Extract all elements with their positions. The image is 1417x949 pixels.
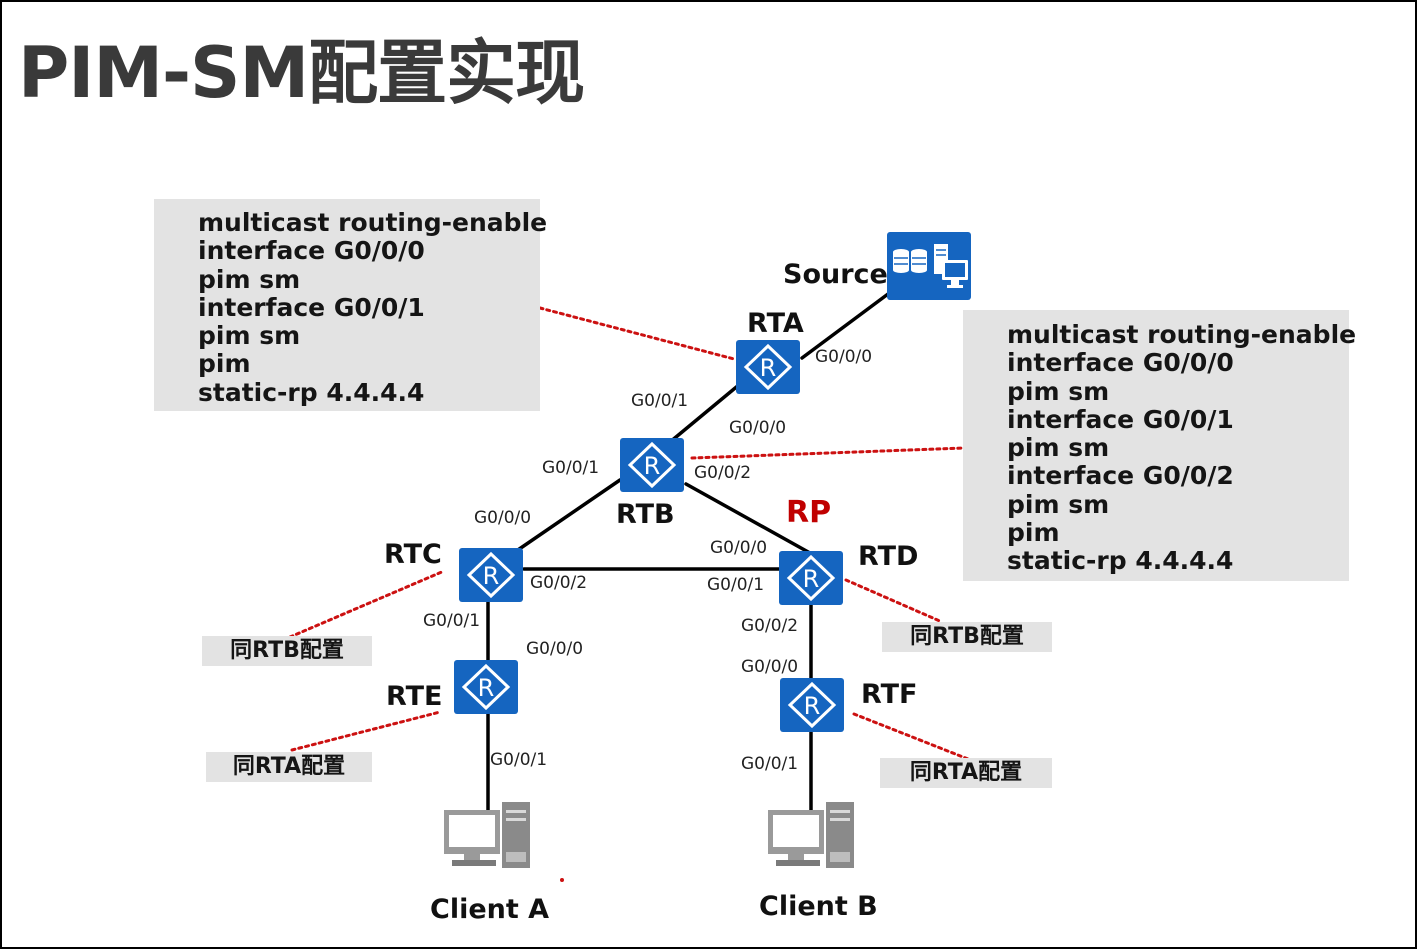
config-line: interface G0/0/0	[198, 236, 425, 266]
config-line: pim	[1007, 518, 1060, 548]
link-rta-rtb	[668, 382, 742, 444]
label-source: Source	[783, 259, 888, 290]
label-rta: RTA	[747, 308, 804, 339]
config-line: pim sm	[1007, 376, 1110, 406]
config-line: multicast routing-enable	[1007, 320, 1357, 349]
port-rtc-g002: G0/0/2	[530, 573, 588, 593]
config-line: pim sm	[198, 321, 301, 351]
port-rtd-g002: G0/0/2	[741, 616, 799, 636]
link-rtb-rtc	[510, 478, 622, 556]
config-line: interface G0/0/0	[1007, 348, 1234, 378]
router-icon: R	[736, 340, 800, 394]
config-line: static-rp 4.4.4.4	[1007, 546, 1234, 576]
link-rtb-rtd	[684, 482, 812, 555]
port-rte-g001: G0/0/1	[490, 750, 548, 770]
port-rtf-g000: G0/0/0	[741, 657, 799, 677]
label-rtf: RTF	[861, 679, 918, 710]
router-rtd: R	[779, 551, 843, 605]
router-icon: R	[620, 438, 684, 492]
config-line: pim sm	[1007, 489, 1110, 519]
label-client-a: Client A	[430, 894, 550, 925]
link-source-rta	[800, 292, 890, 360]
callout-rte	[290, 710, 442, 752]
port-rte-g000: G0/0/0	[526, 639, 584, 659]
config-line: pim sm	[1007, 433, 1110, 463]
same-config-rtc: 同RTB配置	[202, 636, 372, 666]
config-box-rtb: multicast routing-enable interface G0/0/…	[963, 310, 1357, 581]
label-rte: RTE	[386, 681, 443, 712]
svg-text:R: R	[803, 565, 820, 593]
svg-text:R: R	[478, 674, 495, 702]
label-rtc: RTC	[384, 539, 442, 570]
callout-rta	[538, 306, 736, 361]
same-config-rtd: 同RTB配置	[882, 622, 1052, 652]
config-line: multicast routing-enable	[198, 208, 548, 237]
server-icon	[887, 232, 971, 300]
svg-text:R: R	[760, 354, 777, 382]
port-rtc-g000: G0/0/0	[474, 508, 532, 528]
same-config-rtf: 同RTA配置	[880, 758, 1052, 788]
callout-rtb	[690, 446, 966, 460]
config-line: interface G0/0/2	[1007, 461, 1234, 491]
config-box-rta: multicast routing-enable interface G0/0/…	[154, 199, 548, 411]
port-rtc-g001: G0/0/1	[423, 611, 481, 631]
config-line: static-rp 4.4.4.4	[198, 377, 425, 407]
router-rtf: R	[780, 678, 844, 732]
page-title: PIM-SM配置实现	[18, 32, 585, 114]
router-rte: R	[454, 660, 518, 714]
callout-rtc	[288, 569, 446, 639]
router-rtb: R	[620, 438, 684, 492]
stray-mark	[560, 878, 564, 882]
label-rp: RP	[786, 495, 832, 530]
router-rtc: R	[459, 548, 523, 602]
router-rta: R	[736, 340, 800, 394]
port-rta-g000: G0/0/0	[815, 347, 873, 367]
port-rtf-g001: G0/0/1	[741, 754, 799, 774]
callout-rtf	[852, 712, 970, 761]
svg-text:R: R	[644, 452, 661, 480]
port-rtd-g000: G0/0/0	[710, 538, 768, 558]
label-rtb: RTB	[616, 499, 675, 530]
same-config-rte: 同RTA配置	[206, 752, 372, 782]
svg-text:R: R	[804, 692, 821, 720]
pc-icon	[768, 802, 858, 870]
config-line: pim	[198, 349, 251, 379]
pc-icon	[444, 802, 534, 870]
router-icon: R	[459, 548, 523, 602]
label-rtd: RTD	[858, 541, 919, 572]
port-rtb-g000: G0/0/0	[729, 418, 787, 438]
config-line: interface G0/0/1	[198, 292, 425, 322]
config-line: pim sm	[198, 264, 301, 294]
router-icon: R	[454, 660, 518, 714]
config-line: interface G0/0/1	[1007, 404, 1234, 434]
svg-text:R: R	[483, 562, 500, 590]
label-client-b: Client B	[759, 891, 878, 922]
router-icon: R	[780, 678, 844, 732]
port-rta-g001: G0/0/1	[631, 391, 689, 411]
port-rtb-g001: G0/0/1	[542, 458, 600, 478]
callout-rtd	[844, 578, 944, 624]
port-rtd-g001: G0/0/1	[707, 575, 765, 595]
router-icon: R	[779, 551, 843, 605]
port-rtb-g002: G0/0/2	[694, 463, 752, 483]
